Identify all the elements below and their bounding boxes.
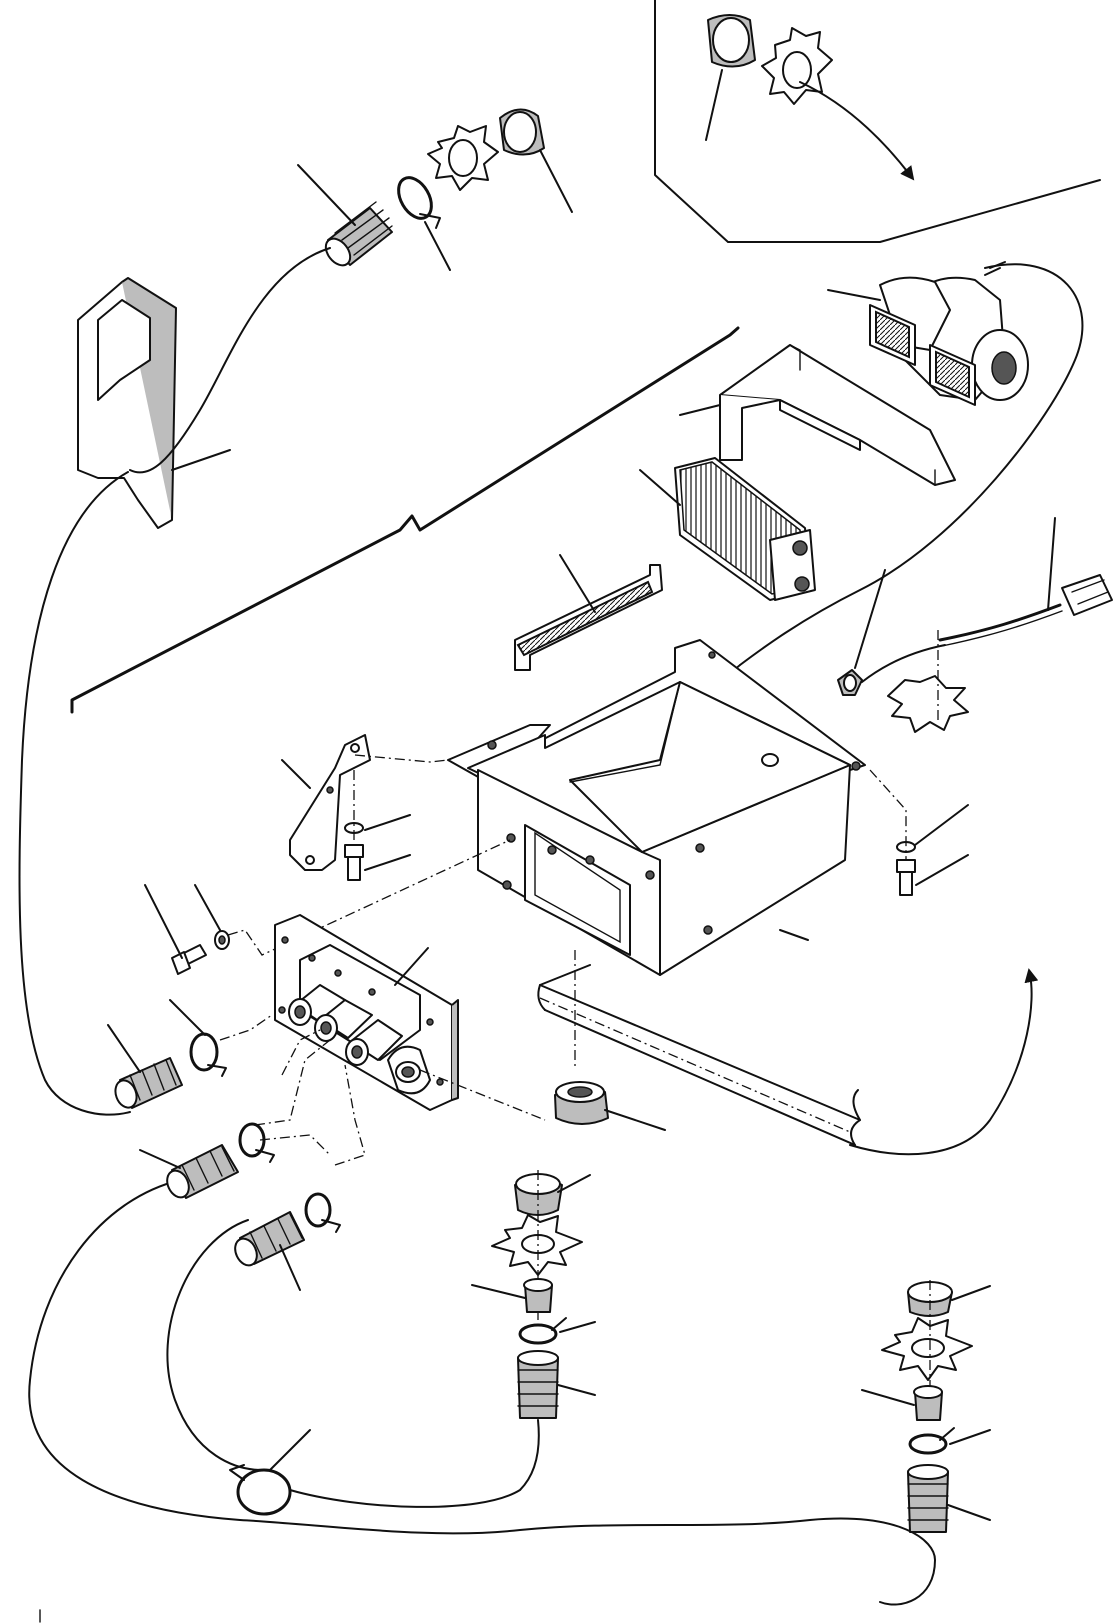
hose-clamp-lower [304, 1192, 341, 1233]
drain-grommet-center [514, 1173, 591, 1216]
drain-clamp-right [908, 1427, 991, 1455]
upper-grommet [499, 108, 573, 213]
harness-grommet [837, 569, 946, 696]
drain-gasket-center [491, 1170, 583, 1320]
bolt-right [896, 854, 969, 896]
outlet-flange [387, 1045, 546, 1121]
valve-connection-lines [219, 1014, 366, 1166]
hose-clamp-left [169, 999, 227, 1077]
upper-gasket [427, 125, 499, 191]
blower-bracket [679, 344, 956, 486]
drain-gasket-right [881, 1280, 973, 1420]
bolt-front [144, 884, 207, 975]
blower-motor [827, 261, 1029, 406]
heater-hose-lower [234, 1211, 305, 1291]
routing-lines [18, 247, 1084, 1606]
upper-hose-clamp [397, 176, 451, 271]
washer-front [194, 839, 511, 956]
inset-grommet [705, 14, 756, 141]
floor-grommet [554, 1081, 666, 1131]
outlet-pipe-3 [345, 1019, 403, 1066]
filter-element [514, 554, 663, 671]
outlet-pipe-2 [314, 999, 373, 1042]
hose-clamp-middle [238, 1122, 275, 1163]
heater-hose-middle [139, 1144, 239, 1199]
mounting-bracket [281, 734, 449, 871]
detail-inset-frame [654, 0, 1101, 243]
inset-arrow [799, 81, 915, 181]
washer-right [869, 769, 969, 880]
drain-elbow-right [861, 1385, 943, 1421]
assembly-bracket [70, 326, 740, 714]
drain-grommet-right [907, 1281, 991, 1317]
hose-clamp-bottom [229, 1429, 311, 1516]
drain-hose-right [907, 1464, 991, 1533]
outlet-pipe-1 [288, 984, 346, 1026]
heater-case [447, 639, 866, 976]
heater-hose-left [107, 1024, 183, 1109]
drain-hose-center [517, 1350, 596, 1419]
inset-gasket [761, 27, 833, 105]
wire-harness [938, 517, 1113, 647]
heater-core [639, 457, 816, 601]
drain-clamp-center [518, 1317, 596, 1345]
drain-elbow-center [471, 1278, 553, 1313]
bolt-left [344, 844, 411, 881]
harness-gasket [887, 630, 969, 733]
duct-seal-plate [77, 277, 231, 529]
upper-hose [297, 164, 393, 267]
floor-rail [537, 950, 861, 1146]
